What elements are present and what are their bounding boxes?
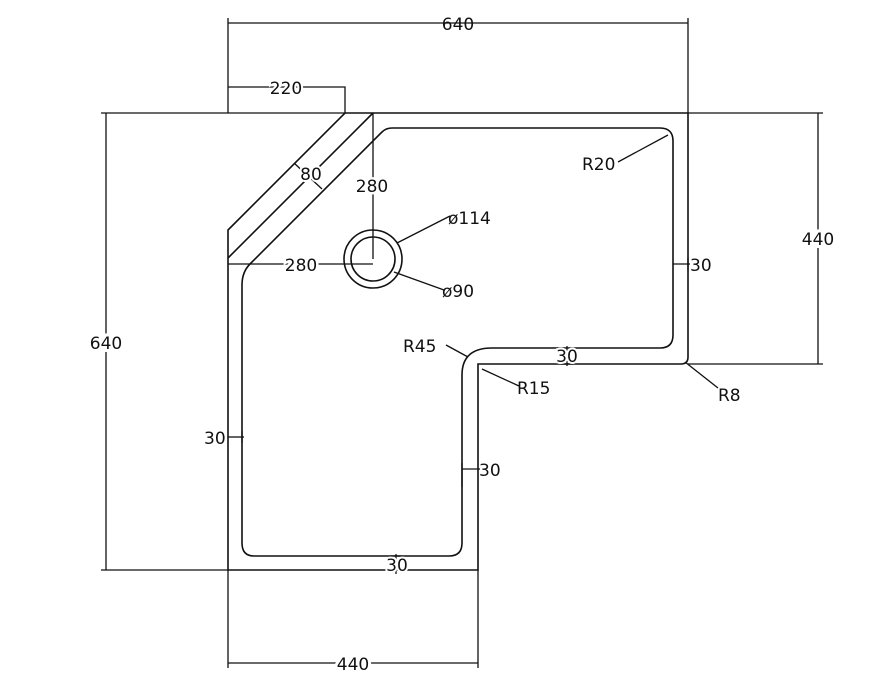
label-wall-right: 30 bbox=[690, 256, 712, 276]
leader-drain-inner bbox=[393, 271, 445, 291]
label-radius-top-right: R20 bbox=[582, 155, 615, 175]
label-drain-inner-diameter: ø90 bbox=[442, 282, 474, 302]
leader-drain-outer bbox=[396, 215, 451, 244]
leader-radius-inner-small bbox=[481, 368, 520, 387]
label-chamfer-depth: 80 bbox=[300, 165, 322, 185]
chamfer-parallel-line bbox=[227, 112, 374, 259]
label-radius-inner-small: R15 bbox=[517, 379, 550, 399]
tray-outer-outline bbox=[227, 112, 689, 571]
label-right-height: 440 bbox=[802, 230, 834, 250]
label-left-height: 640 bbox=[90, 334, 122, 354]
label-radius-outer-corner: R8 bbox=[718, 386, 741, 406]
dimension-line-chamfer-220 bbox=[228, 86, 346, 113]
label-drain-offset-vertical: 280 bbox=[356, 177, 388, 197]
tray-inner-outline bbox=[241, 127, 674, 557]
leader-radius-inner-corner bbox=[445, 344, 469, 358]
label-bottom-width: 440 bbox=[337, 655, 369, 675]
label-drain-offset-horizontal: 280 bbox=[285, 256, 317, 276]
label-chamfer-width: 220 bbox=[270, 79, 302, 99]
label-top-width: 640 bbox=[442, 15, 474, 35]
label-wall-step: 30 bbox=[556, 347, 578, 367]
label-wall-left: 30 bbox=[204, 429, 226, 449]
leader-radius-outer-corner bbox=[684, 361, 719, 389]
label-wall-inner: 30 bbox=[479, 461, 501, 481]
dimension-line-chamfer-80 bbox=[293, 162, 323, 190]
label-radius-inner-corner: R45 bbox=[403, 337, 436, 357]
label-wall-bottom: 30 bbox=[386, 556, 408, 576]
label-drain-outer-diameter: ø114 bbox=[448, 209, 491, 229]
leader-radius-top-right bbox=[617, 134, 669, 163]
